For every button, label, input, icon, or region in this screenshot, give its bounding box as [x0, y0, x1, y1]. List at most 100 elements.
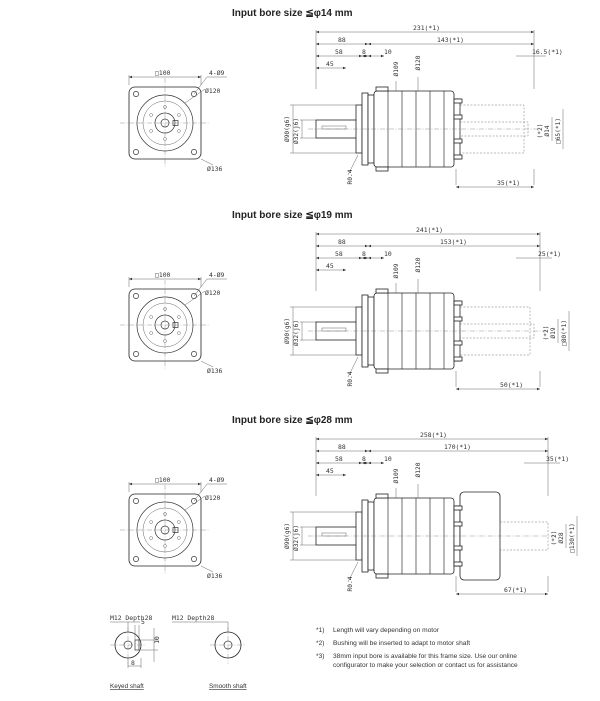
dia-90-label: Ø90(g6) [283, 318, 291, 344]
radius-label: R0.4 [347, 576, 354, 591]
gap-10-label: 10 [384, 250, 392, 258]
flange-square-label: □80(*1) [561, 320, 568, 346]
mount-hole-1 [133, 498, 139, 504]
front-holes-label: 4-Ø9 [209, 476, 225, 484]
mount-hole-1 [133, 293, 139, 299]
gap-10-label: 10 [384, 455, 392, 463]
dia-109-label: Ø109 [392, 263, 400, 278]
motor-length-label: 170(*1) [444, 443, 471, 451]
side-view: 231(*1) 88 143(*1) 58 8 10 16.5(*1) 45 Ø109 Ø120Ø… [283, 24, 564, 189]
adapter-length-label: 35(*1) [546, 455, 569, 463]
dia-90-label: Ø90(g6) [283, 523, 291, 549]
note-2-text: Bushing will be inserted to adapt to mot… [333, 640, 470, 647]
note-3-text-cont: configurator to make your selection or c… [333, 662, 518, 669]
bottom-length-label: 50(*1) [500, 381, 523, 389]
key-width-label: 5 [141, 618, 145, 626]
shaft-45-label: 45 [326, 60, 334, 68]
dia-32-label: Ø32(j6) [292, 525, 300, 551]
gap-8-label: 8 [362, 455, 366, 463]
mount-hole-4 [191, 556, 197, 562]
section-title: Input bore size ≦φ19 mm [232, 210, 353, 221]
note-1-text: Length will vary depending on motor [333, 627, 440, 634]
keyed-shaft-caption: Keyed shaft [110, 683, 144, 690]
shaft-58-label: 58 [335, 48, 343, 56]
mount-hole-4 [191, 149, 197, 155]
adapter-length-label: 16.5(*1) [532, 48, 563, 56]
front-pcd-inner-label: Ø120 [205, 87, 221, 95]
shaft-45-label: 45 [326, 262, 334, 270]
bore-dia-label: Ø19 [549, 327, 557, 338]
overall-length-label: 231(*1) [413, 24, 440, 32]
note-1-mark: *1) [316, 627, 324, 634]
keyed-thread-label: M12 Depth28 [110, 614, 152, 622]
front-pcd-inner-label: Ø120 [205, 494, 221, 502]
shaft-58-label: 58 [335, 455, 343, 463]
front-pcd-inner-label: Ø120 [205, 289, 221, 297]
mount-hole-4 [191, 351, 197, 357]
front-pcd-outer-label: Ø136 [207, 367, 223, 375]
flange-square-label: □65(*1) [555, 118, 562, 144]
note-2-mark: *2) [316, 640, 324, 647]
dia-120-label: Ø120 [414, 257, 422, 272]
flange-square-label: □130(*1) [569, 523, 576, 553]
mount-hole-1 [133, 91, 139, 97]
dia-90-label: Ø90(g6) [283, 116, 291, 142]
dia-32-label: Ø32(j6) [292, 118, 300, 144]
bottom-length-label: 35(*1) [497, 179, 520, 187]
gap-10-label: 10 [384, 48, 392, 56]
key-bottom-label: 8 [131, 659, 135, 667]
bore-mark-label: (*2) [537, 124, 544, 139]
dia-109-label: Ø109 [392, 468, 400, 483]
dia-120-label: Ø120 [414, 55, 422, 70]
bore-mark-label: (*2) [543, 326, 550, 341]
dia-32-label: Ø32(j6) [292, 320, 300, 346]
radius-label: R0.4 [347, 371, 354, 386]
front-square-label: □100 [155, 271, 171, 279]
dia-109-label: Ø109 [392, 61, 400, 76]
bore-mark-label: (*2) [551, 531, 558, 546]
bore-dia-label: Ø14 [543, 125, 551, 136]
front-pcd-outer-label: Ø136 [207, 165, 223, 173]
overall-length-label: 258(*1) [420, 431, 447, 439]
mount-hole-3 [133, 351, 139, 357]
front-square-label: □100 [155, 476, 171, 484]
section-title: Input bore size ≦φ28 mm [232, 415, 353, 426]
dia-120-label: Ø120 [414, 462, 422, 477]
smooth-shaft-caption: Smooth shaft [209, 683, 247, 690]
note-3-text: 38mm input bore is available for this fr… [333, 653, 517, 660]
bottom-length-label: 67(*1) [504, 586, 527, 594]
gap-8-label: 8 [362, 48, 366, 56]
shaft-45-label: 45 [326, 467, 334, 475]
section-title: Input bore size ≦φ14 mm [232, 8, 353, 19]
radius-label: R0.4 [347, 169, 354, 184]
side-view: 258(*1) 88 170(*1) 58 8 10 35(*1) 45 Ø109 Ø120Ø90… [283, 431, 578, 596]
front-pcd-outer-label: Ø136 [207, 572, 223, 580]
housing-length-label: 88 [338, 443, 346, 451]
motor-length-label: 153(*1) [440, 238, 467, 246]
smooth-thread-label: M12 Depth28 [172, 614, 214, 622]
adapter-length-label: 25(*1) [538, 250, 561, 258]
mount-hole-3 [133, 149, 139, 155]
shaft-58-label: 58 [335, 250, 343, 258]
housing-length-label: 88 [338, 36, 346, 44]
smooth-shaft-detail: M12 Depth28 Smooth shaft [172, 614, 247, 690]
bore-dia-label: Ø28 [557, 532, 565, 543]
front-holes-label: 4-Ø9 [209, 271, 225, 279]
front-holes-label: 4-Ø9 [209, 69, 225, 77]
overall-length-label: 241(*1) [416, 226, 443, 234]
front-square-label: □100 [155, 69, 171, 77]
motor-length-label: 143(*1) [437, 36, 464, 44]
key-height-label: 10 [154, 636, 161, 644]
note-3-mark: *3) [316, 653, 324, 660]
mount-hole-3 [133, 556, 139, 562]
footnotes: *1) Length will vary depending on motor … [316, 627, 518, 669]
housing-length-label: 88 [338, 238, 346, 246]
